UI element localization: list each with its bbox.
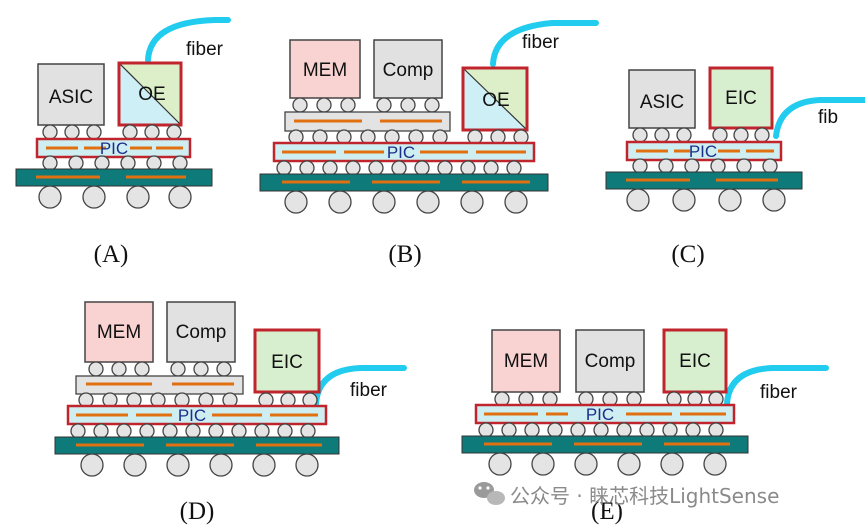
- pic-label: PIC: [689, 142, 717, 161]
- pic-label: PIC: [100, 139, 128, 158]
- c4-bumps: [70, 423, 316, 439]
- fiber-label: fiber: [522, 32, 560, 53]
- asic-label: ASIC: [49, 87, 93, 108]
- fiber-label: fib: [818, 107, 838, 128]
- asic-chip: [628, 69, 696, 129]
- micro-bumps: [88, 361, 232, 377]
- mem-chip: [289, 39, 361, 99]
- c4-bumps: [276, 160, 522, 176]
- package-substrate: [605, 171, 803, 190]
- pic-layer: [272, 141, 536, 163]
- mem-label: MEM: [97, 322, 141, 343]
- pic-layer: [625, 140, 783, 162]
- pic-label: PIC: [178, 406, 206, 425]
- bga-balls: [488, 452, 727, 476]
- panel-c: fib ASIC EIC PIC (C): [605, 66, 865, 268]
- oe-chip: [117, 61, 183, 127]
- wechat-icon: [474, 482, 505, 505]
- fiber-cable: [490, 20, 599, 67]
- watermark: 公众号 · 睐芯科技LightSense: [474, 482, 779, 508]
- pic-layer: [474, 403, 736, 425]
- comp-chip: [166, 301, 236, 363]
- comp-chip: [373, 39, 443, 99]
- pic-label: PIC: [387, 143, 415, 162]
- caption-b: (B): [388, 241, 421, 268]
- pic-label: PIC: [586, 405, 614, 424]
- comp-chip: [575, 329, 645, 393]
- panel-a: fiber ASIC OE PIC: [15, 17, 231, 268]
- eic-chip: [253, 328, 321, 394]
- c4-bumps: [478, 422, 724, 438]
- micro-bumps: [494, 391, 724, 407]
- micro-bumps: [42, 124, 182, 140]
- comp-label: Comp: [383, 60, 434, 81]
- mem-chip: [84, 301, 154, 363]
- bga-balls: [626, 188, 786, 212]
- watermark-text: 公众号 · 睐芯科技LightSense: [510, 484, 779, 508]
- comp-label: Comp: [176, 322, 227, 343]
- fiber-cable: [145, 17, 231, 63]
- fiber-label: fiber: [350, 380, 388, 401]
- mem-label: MEM: [504, 351, 548, 372]
- bga-balls: [284, 190, 528, 214]
- eic-label: EIC: [679, 351, 711, 372]
- oe-chip: [461, 66, 529, 132]
- package-substrate: [15, 168, 213, 187]
- mem-label: MEM: [303, 60, 347, 81]
- caption-c: (C): [671, 241, 704, 268]
- micro-bumps: [292, 97, 440, 113]
- fiber-label: fiber: [186, 39, 224, 60]
- asic-label: ASIC: [640, 92, 684, 113]
- micro-bumps: [288, 129, 529, 145]
- bga-balls: [80, 453, 319, 477]
- caption-a: (A): [94, 241, 129, 268]
- eic-label: EIC: [271, 352, 303, 373]
- oe-label: OE: [482, 90, 509, 111]
- comp-label: Comp: [585, 351, 636, 372]
- bga-balls: [38, 185, 192, 209]
- caption-e: (E): [591, 498, 623, 525]
- eic-chip: [662, 328, 728, 394]
- micro-bumps: [632, 127, 770, 143]
- panel-e: fiber MEM Comp EIC PIC: [461, 328, 829, 525]
- panel-d: fiber MEM Comp EIC PIC: [54, 301, 407, 525]
- eic-label: EIC: [725, 88, 757, 109]
- caption-d: (D): [180, 498, 215, 525]
- pic-layer: [66, 404, 328, 426]
- fiber-cable: [724, 365, 829, 407]
- panel-b: fiber MEM Comp OE: [259, 20, 599, 268]
- oe-label: OE: [138, 84, 165, 105]
- fiber-cable: [773, 97, 865, 139]
- fiber-label: fiber: [760, 382, 798, 403]
- pic-layer: [35, 137, 192, 159]
